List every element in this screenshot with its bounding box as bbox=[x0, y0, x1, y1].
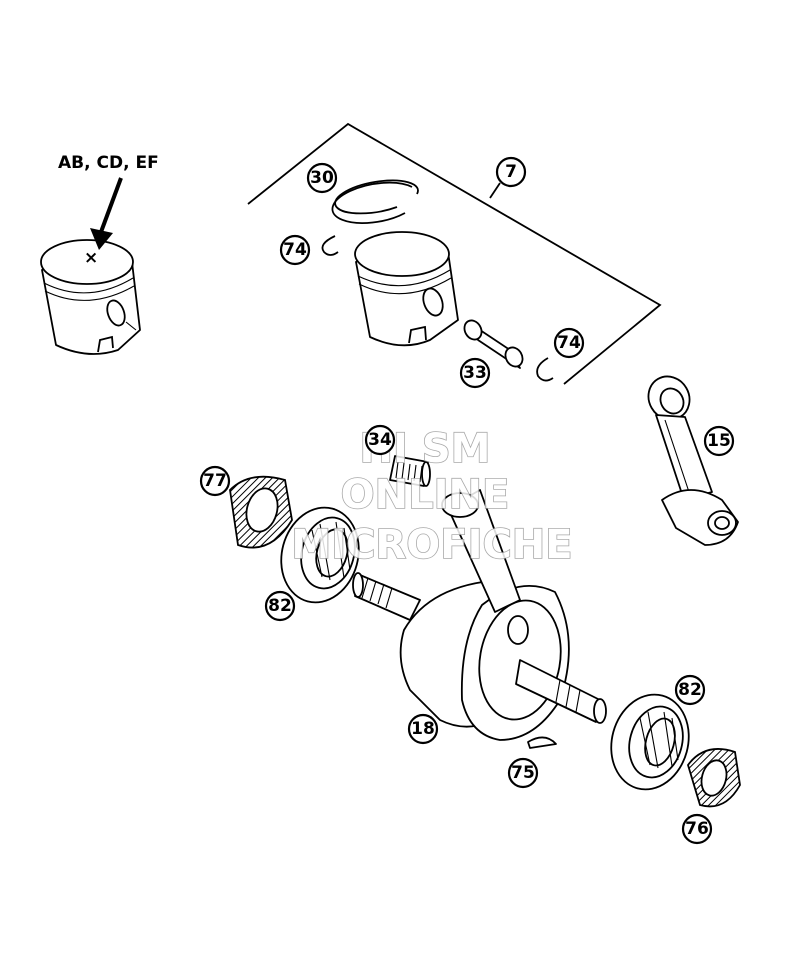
note-arrow bbox=[99, 177, 123, 233]
svg-text:75: 75 bbox=[511, 763, 535, 783]
piston-ring bbox=[331, 179, 419, 224]
piston-kit-bracket bbox=[247, 122, 662, 385]
crankshaft bbox=[352, 489, 607, 741]
callout-77[interactable]: 77 bbox=[199, 465, 231, 497]
svg-text:77: 77 bbox=[203, 471, 227, 491]
svg-text:74: 74 bbox=[283, 240, 307, 260]
callout-18[interactable]: 18 bbox=[407, 713, 439, 745]
svg-text:82: 82 bbox=[268, 596, 292, 616]
callout-7[interactable]: 7 bbox=[495, 156, 527, 188]
callout-30[interactable]: 30 bbox=[306, 162, 338, 194]
callout-82-left[interactable]: 82 bbox=[264, 590, 296, 622]
callout-75[interactable]: 75 bbox=[507, 757, 539, 789]
svg-text:82: 82 bbox=[678, 680, 702, 700]
piston-size-note: AB, CD, EF bbox=[58, 153, 159, 173]
woodruff-key bbox=[527, 736, 557, 749]
connecting-rod bbox=[647, 375, 739, 546]
shaft-seal-left bbox=[229, 475, 293, 549]
callout-33[interactable]: 33 bbox=[459, 357, 491, 389]
callout-76[interactable]: 76 bbox=[681, 813, 713, 845]
watermark: HI SM ONLINE MICROFICHE bbox=[291, 425, 574, 569]
callout-74-left[interactable]: 74 bbox=[279, 234, 311, 266]
svg-text:7: 7 bbox=[505, 162, 517, 182]
callout-7-leader bbox=[489, 182, 501, 199]
watermark-line-3: MICROFICHE bbox=[291, 522, 572, 568]
main-bearing-right bbox=[610, 693, 690, 791]
piston-pin bbox=[463, 319, 524, 369]
note-arrowhead bbox=[90, 228, 113, 250]
callout-74-right[interactable]: 74 bbox=[553, 327, 585, 359]
callout-15[interactable]: 15 bbox=[703, 425, 735, 457]
circlip-right bbox=[536, 357, 554, 382]
piston bbox=[354, 231, 459, 347]
svg-text:18: 18 bbox=[411, 719, 435, 739]
main-bearing-left bbox=[280, 506, 360, 604]
svg-text:15: 15 bbox=[707, 431, 731, 451]
circlip-left bbox=[321, 235, 339, 256]
shaft-seal-right bbox=[687, 748, 741, 808]
svg-text:76: 76 bbox=[685, 819, 709, 839]
piston-mark-x: × bbox=[84, 248, 98, 268]
reference-piston: × bbox=[40, 239, 141, 355]
needle-bearing bbox=[389, 455, 431, 487]
callout-34[interactable]: 34 bbox=[364, 424, 396, 456]
svg-text:33: 33 bbox=[463, 363, 487, 383]
svg-text:30: 30 bbox=[310, 168, 334, 188]
watermark-line-2: ONLINE bbox=[341, 472, 510, 518]
callout-82-right[interactable]: 82 bbox=[674, 674, 706, 706]
svg-text:74: 74 bbox=[557, 333, 581, 353]
svg-text:34: 34 bbox=[368, 430, 392, 450]
